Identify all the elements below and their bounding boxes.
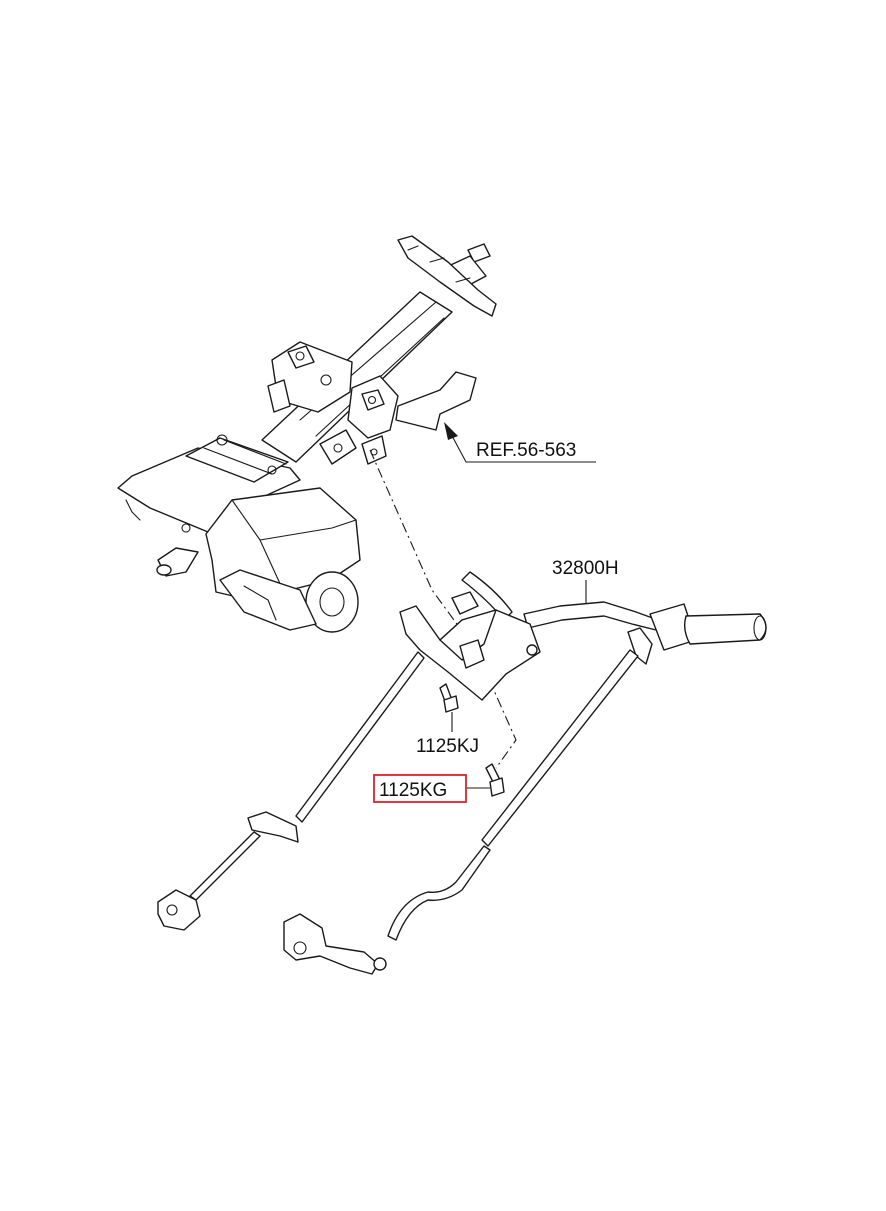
highlight-box (373, 774, 467, 803)
ref-arrow (444, 422, 596, 463)
bolt-1125kj (439, 683, 459, 713)
label-1125kj: 1125KJ (416, 736, 479, 757)
label-1125kg[interactable]: 1125KG (379, 780, 447, 801)
label-32800h: 32800H (552, 558, 619, 579)
center-bracket (399, 591, 541, 701)
bolt-1125kg (485, 763, 505, 797)
right-tie-rod (283, 627, 653, 975)
steering-column (117, 235, 497, 633)
crossmember-bar (461, 571, 767, 651)
left-tie-rod (157, 651, 425, 931)
label-ref: REF.56-563 (476, 440, 576, 461)
